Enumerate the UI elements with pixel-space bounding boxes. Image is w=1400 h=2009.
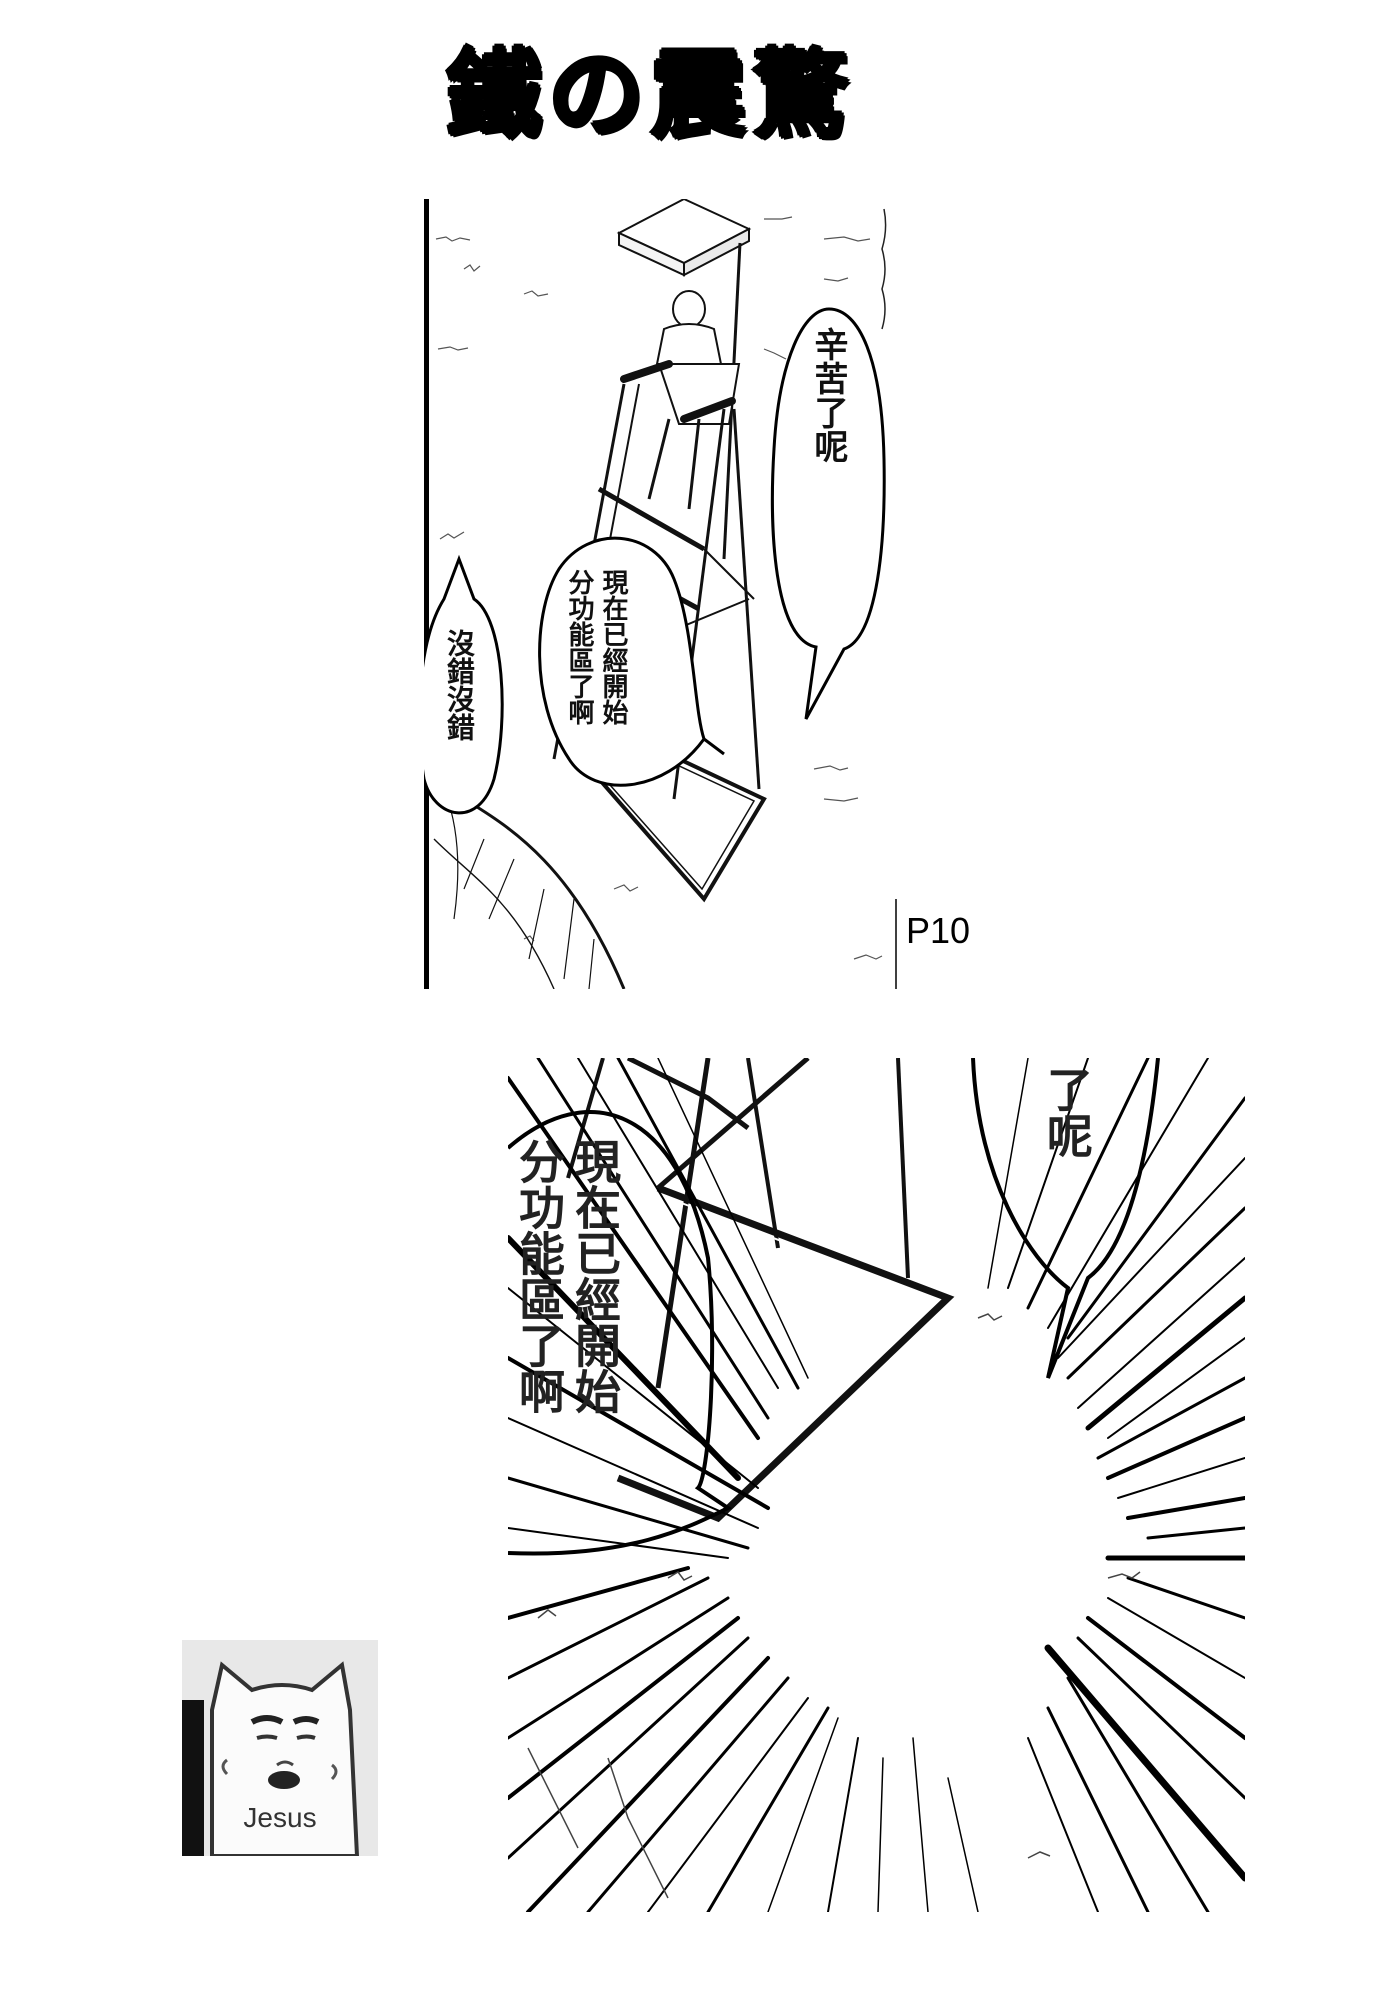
meme-caption: Jesus bbox=[243, 1802, 317, 1833]
top-panel-artwork bbox=[424, 199, 897, 989]
bubble-text-middle-col2: 分功能區了啊 bbox=[564, 569, 594, 725]
meme-image: Jesus bbox=[182, 1640, 378, 1856]
bubble-text-right: 辛苦了呢 bbox=[808, 327, 848, 463]
bubble-text-middle-col1: 現在已經開始 bbox=[598, 569, 628, 725]
cat-face-icon bbox=[182, 1640, 378, 1856]
bubble-text-left: 沒錯沒錯 bbox=[443, 629, 476, 741]
zoomed-bubble-text-col1: 現在已經開始 bbox=[568, 1138, 622, 1414]
speed-lines-artwork bbox=[508, 1058, 1245, 1912]
bottom-panel: 現在已經開始 分功能區了啊 了呢 bbox=[508, 1058, 1245, 1912]
page-number: P10 bbox=[906, 910, 971, 951]
page-title: 鐵の震驚 bbox=[446, 39, 854, 151]
top-panel: 辛苦了呢 現在已經開始 分功能區了啊 沒錯沒錯 bbox=[424, 199, 898, 989]
zoomed-bubble-text-col2: 分功能區了啊 bbox=[512, 1138, 566, 1414]
zoomed-bubble-text-right: 了呢 bbox=[1040, 1066, 1094, 1158]
